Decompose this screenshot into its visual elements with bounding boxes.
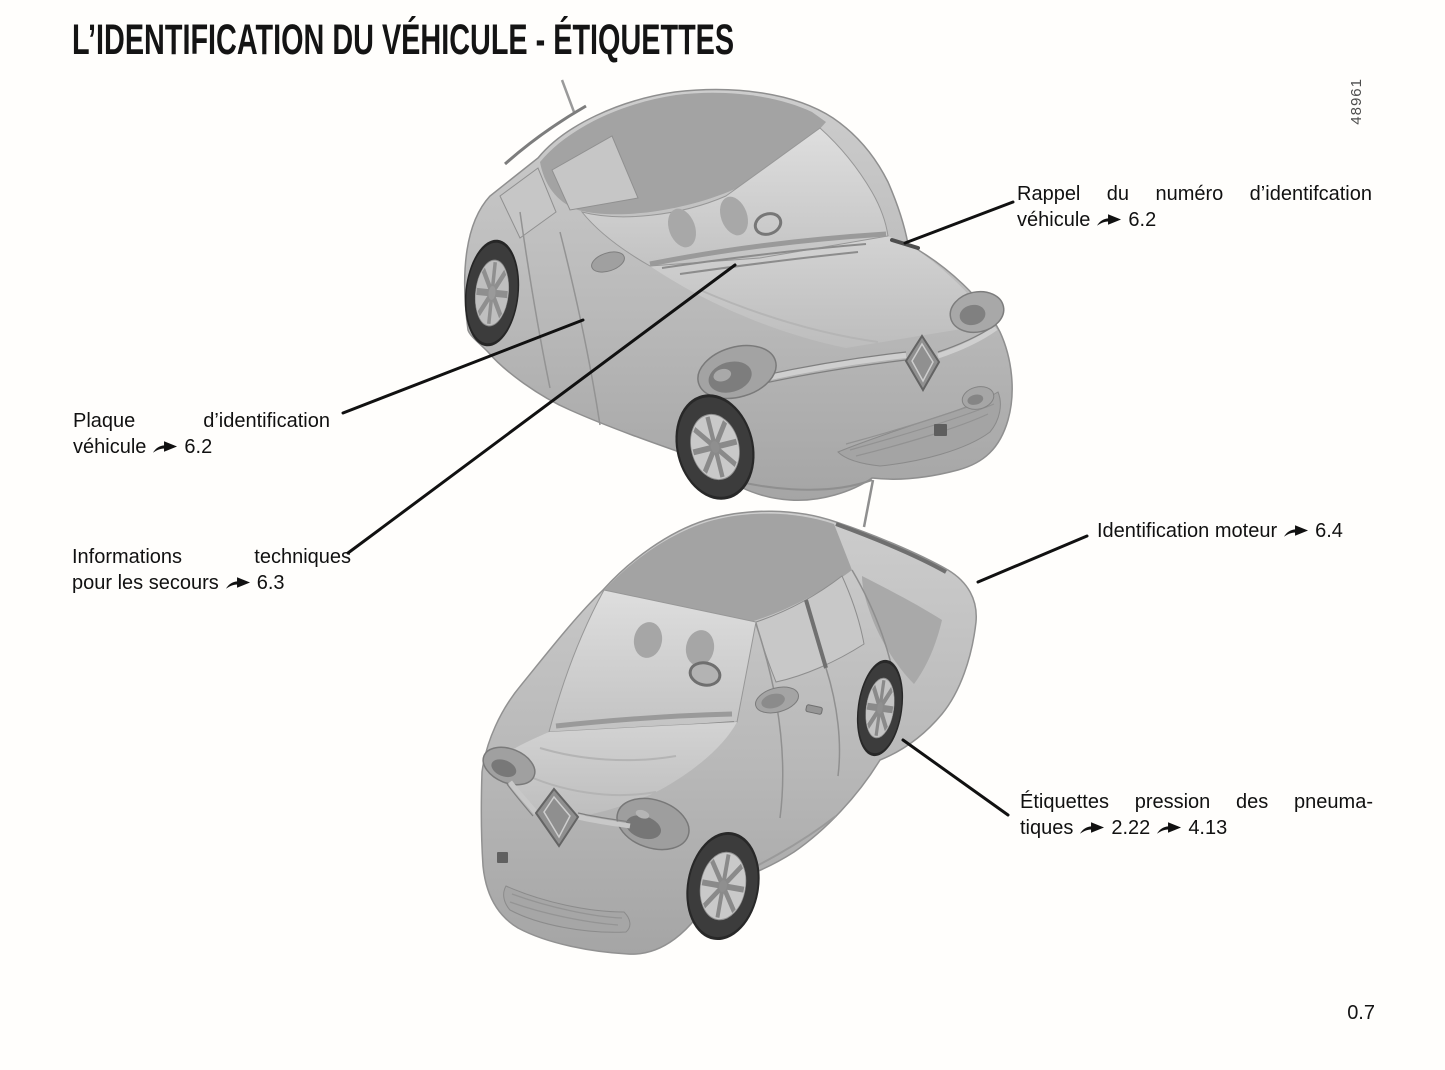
cross-reference-arrow-icon <box>1097 214 1122 226</box>
top-car-door-seams <box>519 211 601 426</box>
renault-logo-top-car <box>904 334 941 392</box>
bottom-car-rear-wheel <box>856 659 904 757</box>
callout-tyre-pressure: Étiquettes pression des pneuma- tiques 2.… <box>1020 789 1373 841</box>
top-car-rear-wheel <box>464 239 520 347</box>
bottom-car-interior <box>555 622 733 729</box>
cross-reference-arrow-icon <box>1080 822 1105 834</box>
callout-text: Identification moteur <box>1097 520 1278 542</box>
cross-reference-number: 2.22 <box>1111 817 1151 839</box>
page-number: 0.7 <box>1347 1002 1375 1024</box>
top-car-side-window-front <box>551 135 639 211</box>
top-car-tow-cover <box>934 424 947 436</box>
leader-line-rescue-info <box>346 263 737 555</box>
bottom-car-steering-wheel <box>688 661 722 687</box>
top-car-front-wheel <box>675 394 755 500</box>
top-car-windshield <box>580 127 889 267</box>
top-car-roof-rail <box>504 104 587 166</box>
callout-rescue-info: Informations techniques pour les secours… <box>72 544 351 596</box>
callout-text-line1: Rappel du numéro d’identifcation <box>1017 183 1372 205</box>
callout-text-line2: véhicule <box>1017 209 1091 231</box>
cross-reference-number: 6.4 <box>1315 520 1343 542</box>
bottom-car-antenna <box>862 479 875 528</box>
callout-vin-reminder: Rappel du numéro d’identifcation véhicul… <box>1017 181 1372 233</box>
bottom-car-b-pillar <box>804 599 828 669</box>
callout-engine-id: Identification moteur 6.4 <box>1097 518 1343 544</box>
top-car-mirror <box>591 251 625 273</box>
cross-reference-arrow-icon <box>1157 822 1182 834</box>
top-car-side-window-rear <box>499 167 557 239</box>
cross-reference-number: 6.2 <box>184 436 213 458</box>
bottom-car-rear-window <box>862 576 942 684</box>
bottom-car-spoiler <box>835 522 947 574</box>
bottom-car-mirror <box>755 686 799 714</box>
bottom-car-headlight-left <box>482 746 536 786</box>
page-title: L’IDENTIFICATION DU VÉHICULE - ÉTIQUETTE… <box>72 16 735 64</box>
bottom-car-tow-cover <box>497 852 508 863</box>
leader-line-tyre-pressure <box>901 738 1010 817</box>
callout-text-line1: Informations techniques <box>72 546 351 568</box>
top-car-hood-crease <box>699 289 879 343</box>
leader-line-id-plate <box>341 318 585 415</box>
bottom-car-grille-chrome <box>506 780 631 829</box>
bottom-car-lower-grille <box>503 885 631 933</box>
cross-reference-arrow-icon <box>1284 525 1309 537</box>
leader-line-vin-reminder <box>903 200 1015 245</box>
cross-reference-number: 6.3 <box>256 572 285 594</box>
top-car-headlight-left <box>697 344 777 400</box>
callout-text-line2: véhicule <box>73 436 147 458</box>
bottom-car-roof <box>604 513 852 630</box>
leader-line-engine-id <box>976 534 1089 584</box>
top-car-illustration <box>463 79 1013 501</box>
bottom-car-front-wheel <box>686 831 760 941</box>
cross-reference-arrow-icon <box>225 577 250 589</box>
bottom-car-door-seams <box>755 623 841 819</box>
callout-text-line1: Étiquettes pression des pneuma- <box>1020 791 1373 813</box>
callout-text-line1: Plaque d’identification <box>73 410 330 432</box>
leader-lines <box>341 200 1089 817</box>
top-car-fog-lamp <box>961 386 995 410</box>
callout-text-line2: pour les secours <box>72 572 219 594</box>
top-car-headlight-right <box>949 290 1005 334</box>
top-car-wipers <box>661 243 867 275</box>
callout-text-line2: tiques <box>1020 817 1074 839</box>
bottom-car-illustration <box>480 479 977 955</box>
bottom-car-headlight-right <box>616 797 690 851</box>
bottom-car-side-window <box>755 575 865 683</box>
cross-reference-number: 4.13 <box>1188 817 1228 839</box>
cross-reference-arrow-icon <box>153 441 178 453</box>
bottom-car-door-handle <box>805 704 823 715</box>
cross-reference-number: 6.2 <box>1128 209 1157 231</box>
top-car-steering-wheel <box>753 212 783 236</box>
top-car-antenna <box>560 79 576 113</box>
callout-id-plate: Plaque d’identification véhicule 6.2 <box>73 408 330 460</box>
renault-logo-bottom-car <box>534 787 580 848</box>
top-car-lower-grille <box>837 391 1001 467</box>
top-car-interior <box>649 196 887 267</box>
